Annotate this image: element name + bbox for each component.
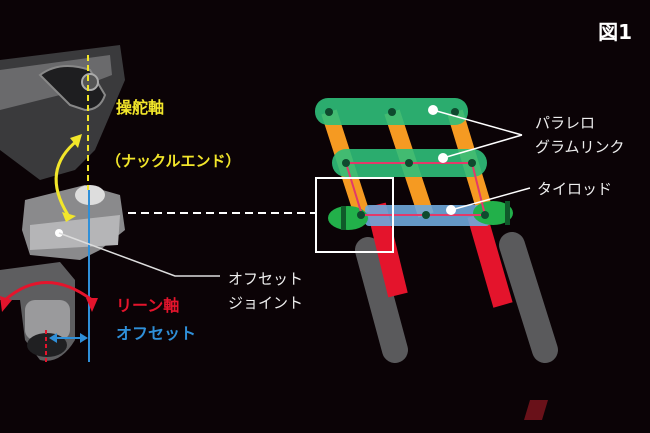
lean-axis-label: リーン軸	[116, 296, 180, 315]
tie-rod-label: タイロッド	[537, 180, 613, 198]
arrowhead-icon	[49, 333, 57, 343]
offset-joint-leader	[58, 232, 220, 277]
offset-joint-label-1: オフセット	[228, 270, 304, 288]
linkage-diagram	[315, 98, 558, 363]
lean-rotation-arrow	[4, 281, 93, 302]
upright-right	[467, 212, 513, 308]
steering-axis-label: 操舵軸	[116, 98, 165, 117]
steering-rotation-arrow	[54, 138, 79, 216]
arrowhead-icon	[80, 333, 88, 343]
arrowhead-icon	[70, 134, 82, 148]
tyre-right	[499, 232, 558, 363]
figure-label: 図1	[598, 20, 632, 44]
watermark-logo	[524, 400, 548, 420]
parallelogram-label-2: グラムリンク	[535, 138, 625, 156]
offset-label: オフセット	[116, 324, 197, 343]
detail-box	[315, 177, 394, 253]
offset-joint-label-2: ジョイント	[228, 294, 304, 312]
mechanism-photo	[0, 45, 125, 361]
steering-axis-sub-label: （ナックルエンド）	[106, 152, 241, 170]
arrowhead-icon	[86, 298, 98, 312]
tyre-left	[355, 237, 408, 363]
arrowhead-icon	[62, 212, 76, 222]
arrowhead-icon	[0, 296, 12, 312]
parallelogram-label-1: パラレロ	[535, 114, 596, 132]
